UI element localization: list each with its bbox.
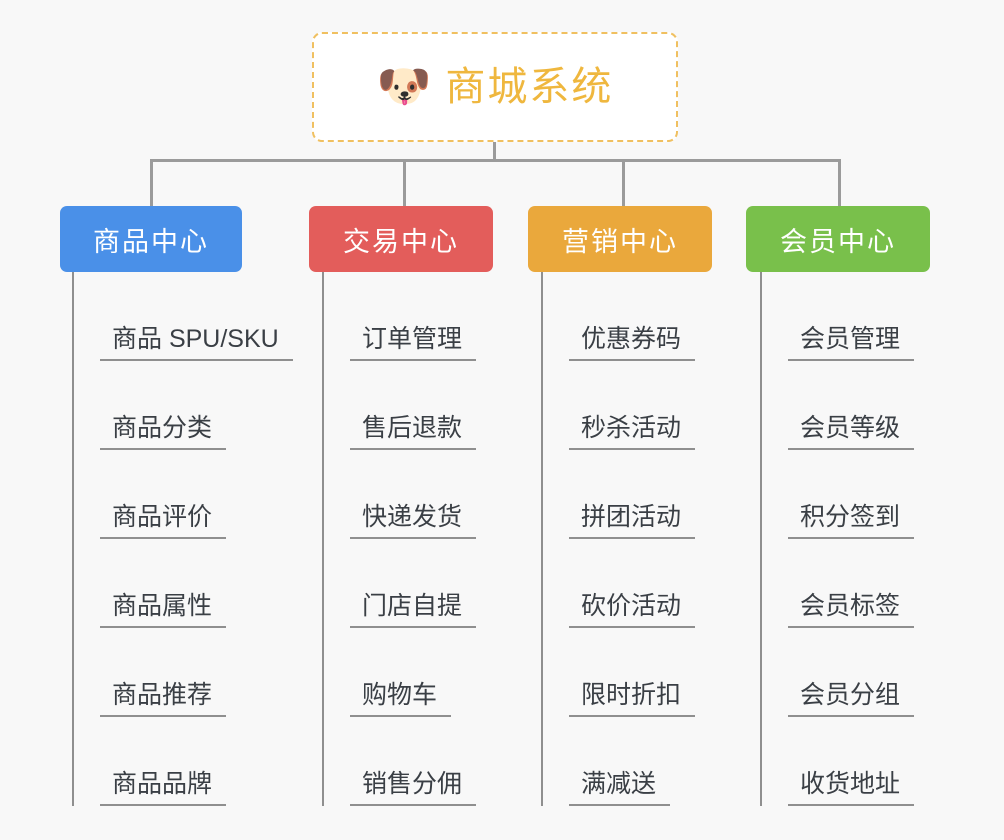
leaf-item-label: 商品推荐 [100,681,227,717]
leaf-item-label: 会员分组 [788,681,915,717]
leaf-item[interactable]: 快递发货 [322,450,477,539]
category-box-product-center[interactable]: 商品中心 [60,206,242,272]
connector-drop-marketing-center [622,159,625,207]
leaf-item-label: 会员等级 [788,414,915,450]
leaf-item-label: 销售分佣 [350,770,477,806]
root-title: 商城系统 [445,65,614,109]
column-rail [322,272,324,806]
leaf-column-marketing-center: 优惠券码秒杀活动拼团活动砍价活动限时折扣满减送 [541,272,696,806]
leaf-item-label: 购物车 [350,681,452,717]
leaf-item[interactable]: 购物车 [322,628,476,717]
leaf-item[interactable]: 会员管理 [760,272,915,361]
leaf-item-label: 收货地址 [788,770,915,806]
leaf-column-member-center: 会员管理会员等级积分签到会员标签会员分组收货地址 [760,272,915,806]
leaf-item[interactable]: 商品品牌 [72,717,293,806]
leaf-item-label: 满减送 [569,770,671,806]
leaf-item[interactable]: 商品分类 [72,361,293,450]
leaf-item-label: 商品属性 [100,592,227,628]
column-rail [541,272,543,806]
leaf-item-label: 会员管理 [788,325,915,361]
leaf-item-label: 拼团活动 [569,503,696,539]
leaf-item-label: 订单管理 [350,325,477,361]
category-label: 交易中心 [343,226,459,257]
leaf-item-label: 会员标签 [788,592,915,628]
leaf-column-trade-center: 订单管理售后退款快递发货门店自提购物车销售分佣 [322,272,477,806]
leaf-column-product-center: 商品 SPU/SKU 商品分类商品评价商品属性商品推荐商品品牌 [72,272,293,806]
leaf-item-label: 门店自提 [350,592,477,628]
leaf-item[interactable]: 订单管理 [322,272,477,361]
leaf-item[interactable]: 销售分佣 [322,717,477,806]
leaf-item-label: 商品分类 [100,414,227,450]
leaf-item[interactable]: 积分签到 [760,450,915,539]
leaf-item[interactable]: 优惠券码 [541,272,696,361]
column-rail [72,272,74,806]
category-box-trade-center[interactable]: 交易中心 [309,206,493,272]
leaf-item-label: 售后退款 [350,414,477,450]
category-label: 营销中心 [562,226,678,257]
leaf-item-label: 砍价活动 [569,592,696,628]
category-label: 商品中心 [93,226,209,257]
leaf-item-label: 积分签到 [788,503,915,539]
leaf-item[interactable]: 商品推荐 [72,628,293,717]
column-rail [760,272,762,806]
category-box-marketing-center[interactable]: 营销中心 [528,206,712,272]
leaf-item[interactable]: 限时折扣 [541,628,696,717]
root-node[interactable]: 🐶 商城系统 [312,32,678,142]
leaf-item-label: 秒杀活动 [569,414,696,450]
category-label: 会员中心 [780,226,896,257]
connector-drop-product-center [150,159,153,207]
leaf-item[interactable]: 商品 SPU/SKU [72,272,293,361]
leaf-item[interactable]: 会员等级 [760,361,915,450]
leaf-item[interactable]: 秒杀活动 [541,361,696,450]
leaf-item[interactable]: 门店自提 [322,539,477,628]
leaf-item[interactable]: 收货地址 [760,717,915,806]
leaf-item[interactable]: 商品属性 [72,539,293,628]
category-box-member-center[interactable]: 会员中心 [746,206,930,272]
leaf-item[interactable]: 会员分组 [760,628,915,717]
leaf-item[interactable]: 会员标签 [760,539,915,628]
leaf-item[interactable]: 售后退款 [322,361,477,450]
connector-drop-member-center [838,159,841,207]
leaf-item[interactable]: 砍价活动 [541,539,696,628]
leaf-item-label: 限时折扣 [569,681,696,717]
leaf-item-label: 商品 SPU/SKU [100,325,293,361]
connector-root-stem [493,142,496,161]
leaf-item[interactable]: 拼团活动 [541,450,696,539]
leaf-item-label: 商品评价 [100,503,227,539]
leaf-item-label: 商品品牌 [100,770,227,806]
connector-drop-trade-center [403,159,406,207]
leaf-item-label: 优惠券码 [569,325,696,361]
leaf-item-label: 快递发货 [350,503,477,539]
leaf-item[interactable]: 满减送 [541,717,695,806]
connector-horizontal-bus [150,159,839,162]
leaf-item[interactable]: 商品评价 [72,450,293,539]
dog-face-icon: 🐶 [376,62,432,111]
